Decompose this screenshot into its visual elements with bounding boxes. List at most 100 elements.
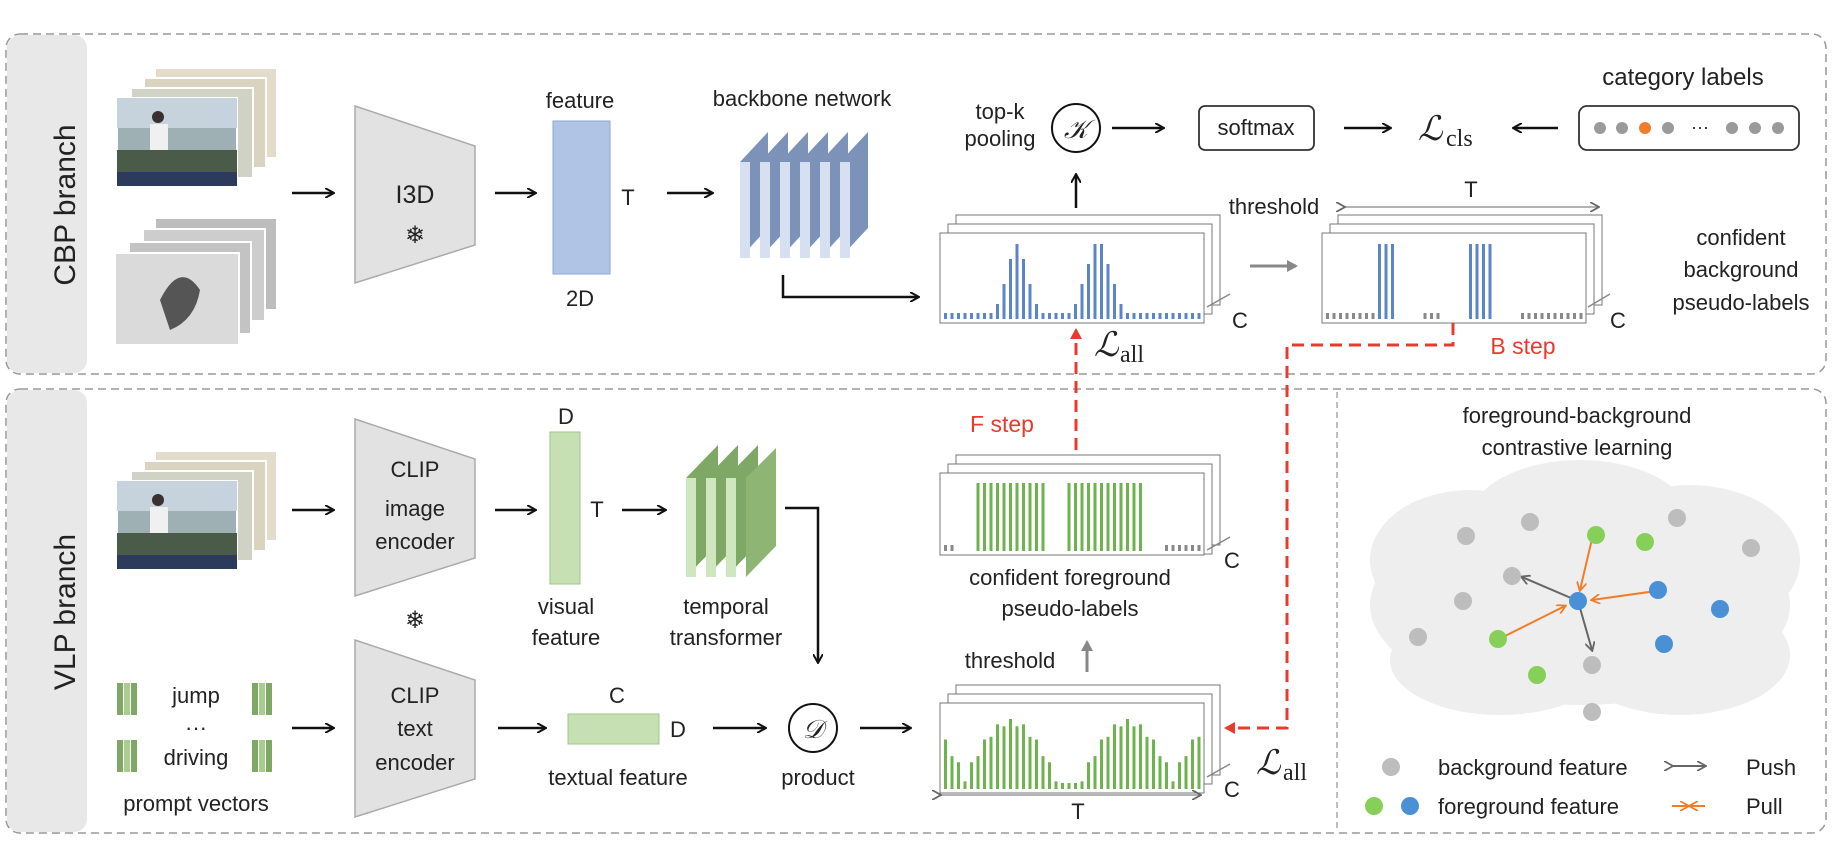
- svg-text:textual feature: textual feature: [548, 765, 687, 790]
- plot-bar: [1171, 781, 1175, 789]
- svg-text:contrastive learning: contrastive learning: [1482, 435, 1673, 460]
- plot-bar: [1028, 736, 1032, 789]
- plot-bar: [1087, 264, 1090, 319]
- plot-bar: [1475, 244, 1479, 319]
- plot-bar: [996, 483, 999, 551]
- svg-text:CLIP: CLIP: [391, 683, 440, 708]
- plot-bar: [989, 736, 993, 789]
- plot-bar: [1035, 483, 1038, 551]
- plot-bar: [1178, 545, 1181, 551]
- svg-text:category labels: category labels: [1602, 64, 1763, 91]
- svg-text:C: C: [609, 683, 625, 708]
- plot-bar: [1152, 313, 1155, 319]
- contrastive-learning-panel: foreground-background contrastive learni…: [1365, 403, 1800, 819]
- plot-bar: [957, 313, 960, 319]
- b-step-label: B step: [1490, 333, 1555, 359]
- svg-text:image: image: [385, 496, 445, 521]
- plot-bar: [1184, 756, 1188, 789]
- plot-bar: [1132, 726, 1136, 789]
- plot-bar: [1041, 313, 1045, 319]
- svg-text:threshold: threshold: [965, 648, 1056, 673]
- plot-bar: [957, 762, 960, 789]
- plot-bar: [1067, 483, 1071, 551]
- plot-bar: [983, 313, 986, 319]
- plot-bar: [1106, 736, 1110, 789]
- plot-bar: [944, 545, 947, 551]
- plot-bar: [1326, 313, 1329, 319]
- svg-text:C: C: [1224, 548, 1240, 573]
- plot-bar: [989, 483, 993, 551]
- plot-bar: [1119, 483, 1123, 551]
- backbone-network: backbone network: [713, 86, 893, 258]
- plot-bar: [1139, 724, 1142, 789]
- plot-bar: [1191, 545, 1194, 551]
- foreground-feature-dots: [1489, 526, 1729, 684]
- plot-bar: [1365, 313, 1368, 319]
- svg-text:pseudo-labels: pseudo-labels: [1002, 596, 1139, 621]
- plot-bar: [976, 313, 980, 319]
- plot-bar: [1119, 304, 1123, 319]
- plot-bar: [1358, 313, 1362, 319]
- plot-bar: [1178, 762, 1181, 789]
- plot-bar: [1061, 783, 1064, 789]
- svg-text:I3D: I3D: [396, 181, 435, 209]
- product-op: 𝒟 product: [781, 703, 855, 790]
- vlp-video-frames: [116, 450, 278, 570]
- svg-text:CLIP: CLIP: [391, 457, 440, 482]
- plot-bar: [1015, 726, 1019, 789]
- plot-bar: [1332, 313, 1336, 319]
- svg-text:confident foreground: confident foreground: [969, 565, 1171, 590]
- plot-bar: [1430, 313, 1433, 319]
- plot-bar: [1022, 724, 1025, 789]
- plot-bar: [1067, 783, 1071, 789]
- plot-bar: [1113, 483, 1116, 551]
- background-pseudo-labels: C: [1321, 214, 1626, 333]
- plot-bar: [1184, 545, 1188, 551]
- snowflake-icon: ❄: [405, 222, 425, 249]
- feature-cloud: [1370, 460, 1800, 715]
- plot-bar: [1197, 313, 1201, 319]
- textual-feature: C D textual feature: [548, 683, 687, 790]
- plot-bar: [976, 483, 980, 551]
- clip-image-encoder: CLIP image encoder: [354, 417, 476, 598]
- plot-bar: [1054, 313, 1058, 319]
- plot-bar: [1145, 736, 1149, 789]
- plot-bar: [1152, 739, 1155, 789]
- plot-bar: [1158, 756, 1162, 789]
- pull-arrows: [1498, 538, 1657, 640]
- plot-bar: [1048, 762, 1051, 789]
- plot-bar: [1482, 244, 1485, 319]
- svg-text:feature: feature: [546, 88, 615, 113]
- vlp-cas-stack: C T: [940, 684, 1240, 824]
- svg-text:T: T: [590, 497, 603, 522]
- cbp-cas-stack: C: [939, 214, 1248, 333]
- svg-text:transformer: transformer: [670, 625, 782, 650]
- svg-text:T: T: [1464, 177, 1477, 202]
- svg-text:driving: driving: [164, 745, 229, 770]
- legend: background feature foreground feature Pu…: [1365, 755, 1796, 819]
- plot-bar: [1423, 313, 1427, 319]
- plot-bar: [1184, 313, 1188, 319]
- visual-feature: D T visual feature: [532, 404, 604, 650]
- svg-text:feature: feature: [532, 625, 601, 650]
- plot-bar: [1158, 313, 1162, 319]
- plot-bar: [1028, 284, 1032, 319]
- svg-text:backbone network: backbone network: [713, 86, 893, 111]
- plot-bar: [1436, 313, 1440, 319]
- plot-bar: [1178, 313, 1181, 319]
- svg-text:C: C: [1224, 777, 1240, 802]
- plot-bar: [1126, 483, 1129, 551]
- plot-bar: [976, 756, 980, 789]
- svg-text:temporal: temporal: [683, 594, 769, 619]
- plot-bar: [1547, 313, 1550, 319]
- plot-bar: [1048, 313, 1051, 319]
- temporal-transformer: temporal transformer: [670, 445, 782, 650]
- i3d-feature: feature T 2D: [546, 88, 635, 311]
- plot-bar: [1100, 244, 1103, 319]
- svg-text:Pull: Pull: [1746, 794, 1783, 819]
- plot-bar: [1067, 313, 1071, 319]
- plot-bar: [1113, 724, 1116, 789]
- vlp-threshold: threshold: [965, 640, 1093, 673]
- plot-bar: [1521, 313, 1524, 319]
